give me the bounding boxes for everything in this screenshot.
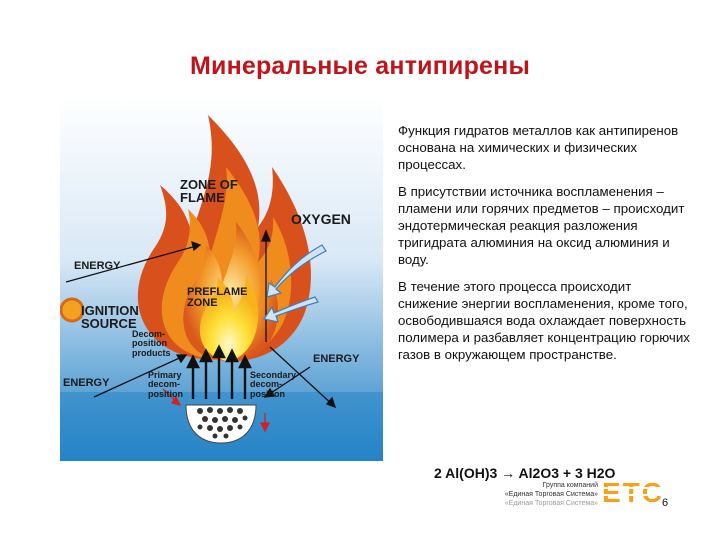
label-preflame-zone: PREFLAME ZONE xyxy=(187,287,248,309)
logo-text: ETC xyxy=(602,478,664,508)
label-zone-of-flame-line2: FLAME xyxy=(180,191,238,204)
body-text: Функция гидратов металлов как антипирено… xyxy=(398,122,690,373)
paragraph-2: В присутствии источника воспламенения – … xyxy=(398,183,690,269)
label-secondary-decomposition: Secondary decom- position xyxy=(250,371,296,399)
company-line1: Группа компаний xyxy=(488,481,598,490)
paragraph-3: В течение этого процесса происходит сниж… xyxy=(398,278,690,364)
page-number: 6 xyxy=(662,497,668,509)
label-energy-bottom: ENERGY xyxy=(63,378,109,389)
label-oxygen: OXYGEN xyxy=(291,212,351,226)
label-energy-top: ENERGY xyxy=(74,261,120,272)
chemical-formula: 2 Al(OH)3 → Al2O3 + 3 H2O xyxy=(434,465,615,481)
label-energy-right: ENERGY xyxy=(313,354,359,365)
ignition-source xyxy=(61,299,83,321)
flame-diagram-graphic xyxy=(60,97,383,461)
slide-title: Минеральные антипирены xyxy=(0,52,720,81)
company-line3: «Единая Торговая Система» xyxy=(488,499,598,508)
company-line2: «Единая Торговая Система» xyxy=(488,490,598,499)
label-ignition-source: IGNITION SOURCE xyxy=(81,304,139,330)
label-primary-decomposition: Primary decom- position xyxy=(148,371,183,399)
label-decomp-line3: products xyxy=(132,349,171,358)
label-decomposition-products: Decom- position products xyxy=(132,330,171,358)
label-ignition-line2: SOURCE xyxy=(81,317,139,330)
company-caption: Группа компаний «Единая Торговая Система… xyxy=(488,481,598,508)
flame-diagram: ZONE OF FLAME OXYGEN ENERGY PREFLAME ZON… xyxy=(60,97,383,461)
label-preflame-line2: ZONE xyxy=(187,298,248,309)
label-secondary-line3: position xyxy=(250,390,296,399)
paragraph-1: Функция гидратов металлов как антипирено… xyxy=(398,122,690,174)
label-zone-of-flame: ZONE OF FLAME xyxy=(180,178,238,204)
label-primary-line3: position xyxy=(148,390,183,399)
